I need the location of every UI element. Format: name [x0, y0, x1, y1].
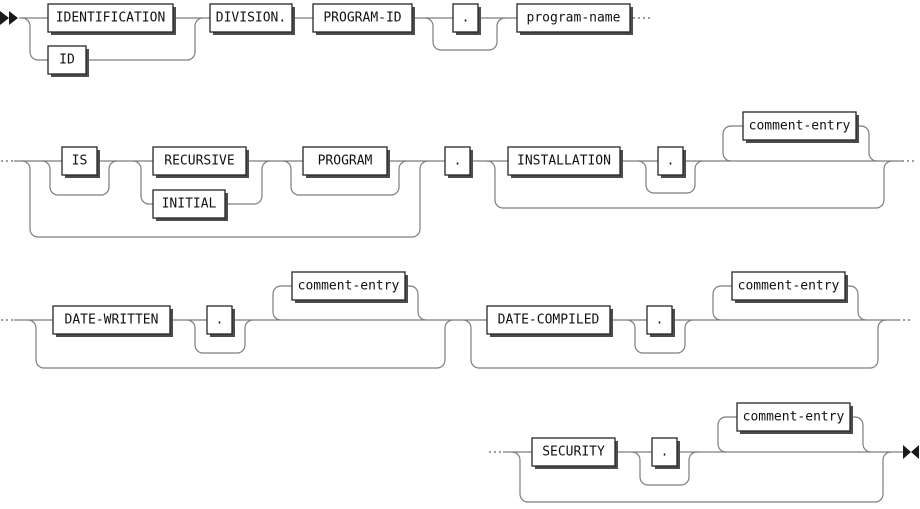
row3-comment2-riser-left: [712, 285, 732, 321]
row2-is-bypass: [41, 160, 118, 196]
comment-entry-label: comment-entry: [738, 279, 840, 294]
node-comment-entry-1: comment-entry: [742, 111, 859, 143]
comment-entry-label: comment-entry: [298, 279, 400, 294]
is-label: IS: [72, 154, 88, 169]
node-installation: INSTALLATION: [507, 146, 623, 178]
period-label: .: [454, 154, 462, 169]
row1-period-bypass: [424, 17, 506, 51]
row2-installation-bypass: [486, 160, 893, 209]
row2-period-bypass: [637, 160, 704, 194]
node-period-3: .: [657, 146, 686, 178]
node-division: DIVISION.: [209, 3, 295, 35]
row2-initial-branch-join: [225, 160, 271, 205]
node-program-name: program-name: [516, 3, 633, 35]
node-period-1: .: [452, 3, 481, 35]
program-name-label: program-name: [527, 11, 621, 26]
row4-comment-riser-left: [717, 416, 737, 453]
row4-period-bypass: [631, 451, 698, 486]
comment-entry-label: comment-entry: [749, 119, 851, 134]
program-label: PROGRAM: [318, 154, 373, 169]
row3-comment2-riser-right: [845, 285, 867, 321]
row2-comment-riser-left: [722, 125, 743, 162]
recursive-label: RECURSIVE: [164, 154, 234, 169]
node-comment-entry-4: comment-entry: [736, 402, 853, 434]
installation-label: INSTALLATION: [517, 154, 611, 169]
initial-label: INITIAL: [162, 197, 217, 212]
node-period-5: .: [646, 305, 675, 337]
row2-initial-branch-split: [132, 160, 153, 205]
node-initial: INITIAL: [152, 189, 228, 221]
row2-program-bypass: [282, 160, 408, 196]
row4-comment-riser-right: [850, 416, 872, 453]
identification-label: IDENTIFICATION: [56, 11, 166, 26]
node-recursive: RECURSIVE: [152, 146, 249, 178]
row3-datewritten-bypass: [27, 319, 454, 369]
node-period-4: .: [206, 305, 235, 337]
node-program: PROGRAM: [302, 146, 390, 178]
date-written-label: DATE-WRITTEN: [65, 313, 159, 328]
start-marker-icon: [0, 11, 18, 25]
division-label: DIVISION.: [216, 11, 286, 26]
row3-comment1-riser-right: [405, 285, 427, 321]
node-date-compiled: DATE-COMPILED: [486, 305, 613, 337]
period-label: .: [656, 313, 664, 328]
comment-entry-label: comment-entry: [743, 410, 845, 425]
row1-id-branch-join: [86, 17, 204, 61]
row1-id-branch-split: [21, 17, 48, 61]
node-id: ID: [47, 45, 89, 77]
date-compiled-label: DATE-COMPILED: [498, 313, 600, 328]
node-identification: IDENTIFICATION: [47, 3, 176, 35]
period-label: .: [661, 445, 669, 460]
node-is: IS: [61, 146, 100, 178]
row3-period2-bypass: [626, 319, 694, 354]
node-comment-entry-2: comment-entry: [291, 271, 408, 303]
row3-datecompiled-bypass: [462, 319, 887, 369]
period-label: .: [462, 11, 470, 26]
node-comment-entry-3: comment-entry: [731, 271, 848, 303]
row3-comment1-riser-left: [272, 285, 292, 321]
row3-period1-bypass: [186, 319, 254, 354]
period-label: .: [667, 154, 675, 169]
node-security: SECURITY: [531, 437, 618, 469]
program-id-label: PROGRAM-ID: [323, 11, 401, 26]
node-date-written: DATE-WRITTEN: [52, 305, 173, 337]
row4-security-bypass: [511, 451, 892, 503]
node-period-6: .: [651, 437, 680, 469]
row2-comment-riser-right: [856, 125, 878, 162]
id-label: ID: [59, 53, 75, 68]
node-period-2: .: [444, 146, 473, 178]
node-program-id: PROGRAM-ID: [312, 3, 415, 35]
security-label: SECURITY: [542, 445, 605, 460]
period-label: .: [216, 313, 224, 328]
row2-outer-bypass: [21, 160, 429, 238]
end-marker-icon: [903, 445, 919, 459]
